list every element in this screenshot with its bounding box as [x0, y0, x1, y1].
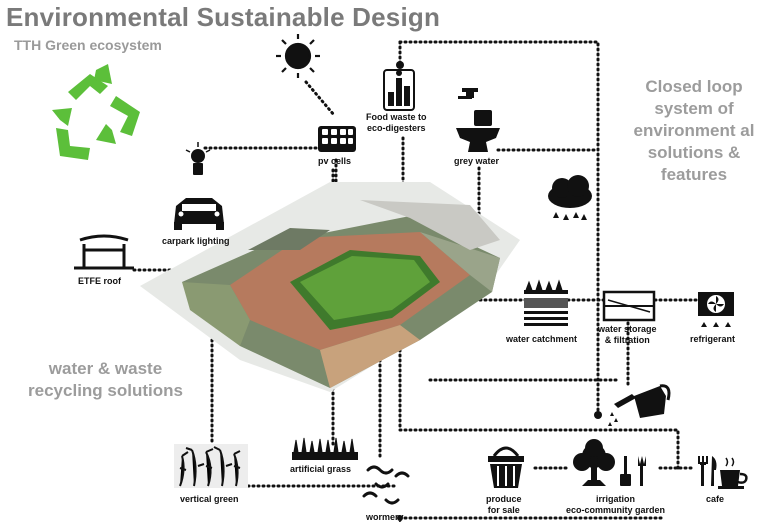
etfe-roof-label: ETFE roof	[78, 276, 121, 286]
pv-cells-label: pv cells	[318, 156, 352, 166]
watering-can-icon	[608, 384, 671, 426]
cafe-label: cafe	[706, 494, 725, 504]
food-waste-line1: Food waste to	[366, 112, 427, 122]
roof-icon	[74, 234, 134, 270]
water-waste-note: water & waste recycling solutions	[28, 359, 183, 400]
tree-icon	[573, 439, 615, 486]
refrigerant-label: refrigerant	[690, 334, 736, 344]
sun-icon	[276, 34, 320, 78]
lightbulb-icon	[185, 142, 211, 175]
recycle-icon	[52, 64, 140, 160]
soil-layers-icon	[524, 279, 568, 326]
factory-icon	[383, 69, 415, 111]
produce-line1: produce	[486, 494, 522, 504]
plant-wall-icon	[174, 444, 248, 488]
stadium-image	[140, 182, 520, 392]
junction-dot	[396, 61, 404, 69]
closed-loop-note: Closed loop system of environment al sol…	[633, 77, 755, 184]
car-icon	[174, 198, 224, 230]
produce-line2: for sale	[487, 505, 520, 515]
water-storage-label: water storage & filtration	[598, 324, 657, 346]
page-title: Environmental Sustainable Design	[6, 2, 441, 32]
irrigation-line2: eco-community garden	[566, 505, 666, 515]
carpark-lighting-label: carpark lighting	[162, 236, 230, 246]
irrigation-label: irrigation eco-community garden	[566, 494, 665, 516]
cutlery-icon	[698, 456, 717, 486]
vertical-green-label: vertical green	[180, 494, 239, 504]
water-catchment-label: water catchment	[506, 334, 578, 344]
connector	[398, 40, 600, 417]
filter-tank-icon	[602, 290, 656, 322]
basket-icon	[488, 446, 524, 488]
water-storage-line2: & filtration	[604, 335, 650, 345]
junction-dot	[594, 411, 602, 419]
food-waste-line2: eco-digesters	[366, 123, 426, 133]
rain-cloud-icon	[548, 175, 592, 220]
water-storage-line1: water storage	[598, 324, 657, 334]
worm-icon	[362, 465, 410, 505]
toilet-icon	[456, 110, 500, 152]
garden-tools-icon	[620, 456, 646, 486]
shower-icon	[458, 88, 478, 99]
connector	[304, 80, 336, 117]
grass-block-icon	[292, 437, 358, 460]
produce-label: produce for sale	[486, 494, 522, 516]
junction-dot	[397, 515, 403, 521]
food-waste-label: Food waste to eco-digesters	[366, 112, 427, 134]
page-subtitle: TTH Green ecosystem	[14, 37, 162, 53]
artificial-grass-label: artificial grass	[290, 464, 352, 474]
cup-icon	[718, 457, 748, 489]
wormery-label: wormery	[366, 512, 404, 522]
irrigation-line1: irrigation	[596, 494, 636, 504]
solar-panel-icon	[318, 126, 356, 152]
grey-water-label: grey water	[454, 156, 500, 166]
fan-icon	[698, 292, 734, 327]
